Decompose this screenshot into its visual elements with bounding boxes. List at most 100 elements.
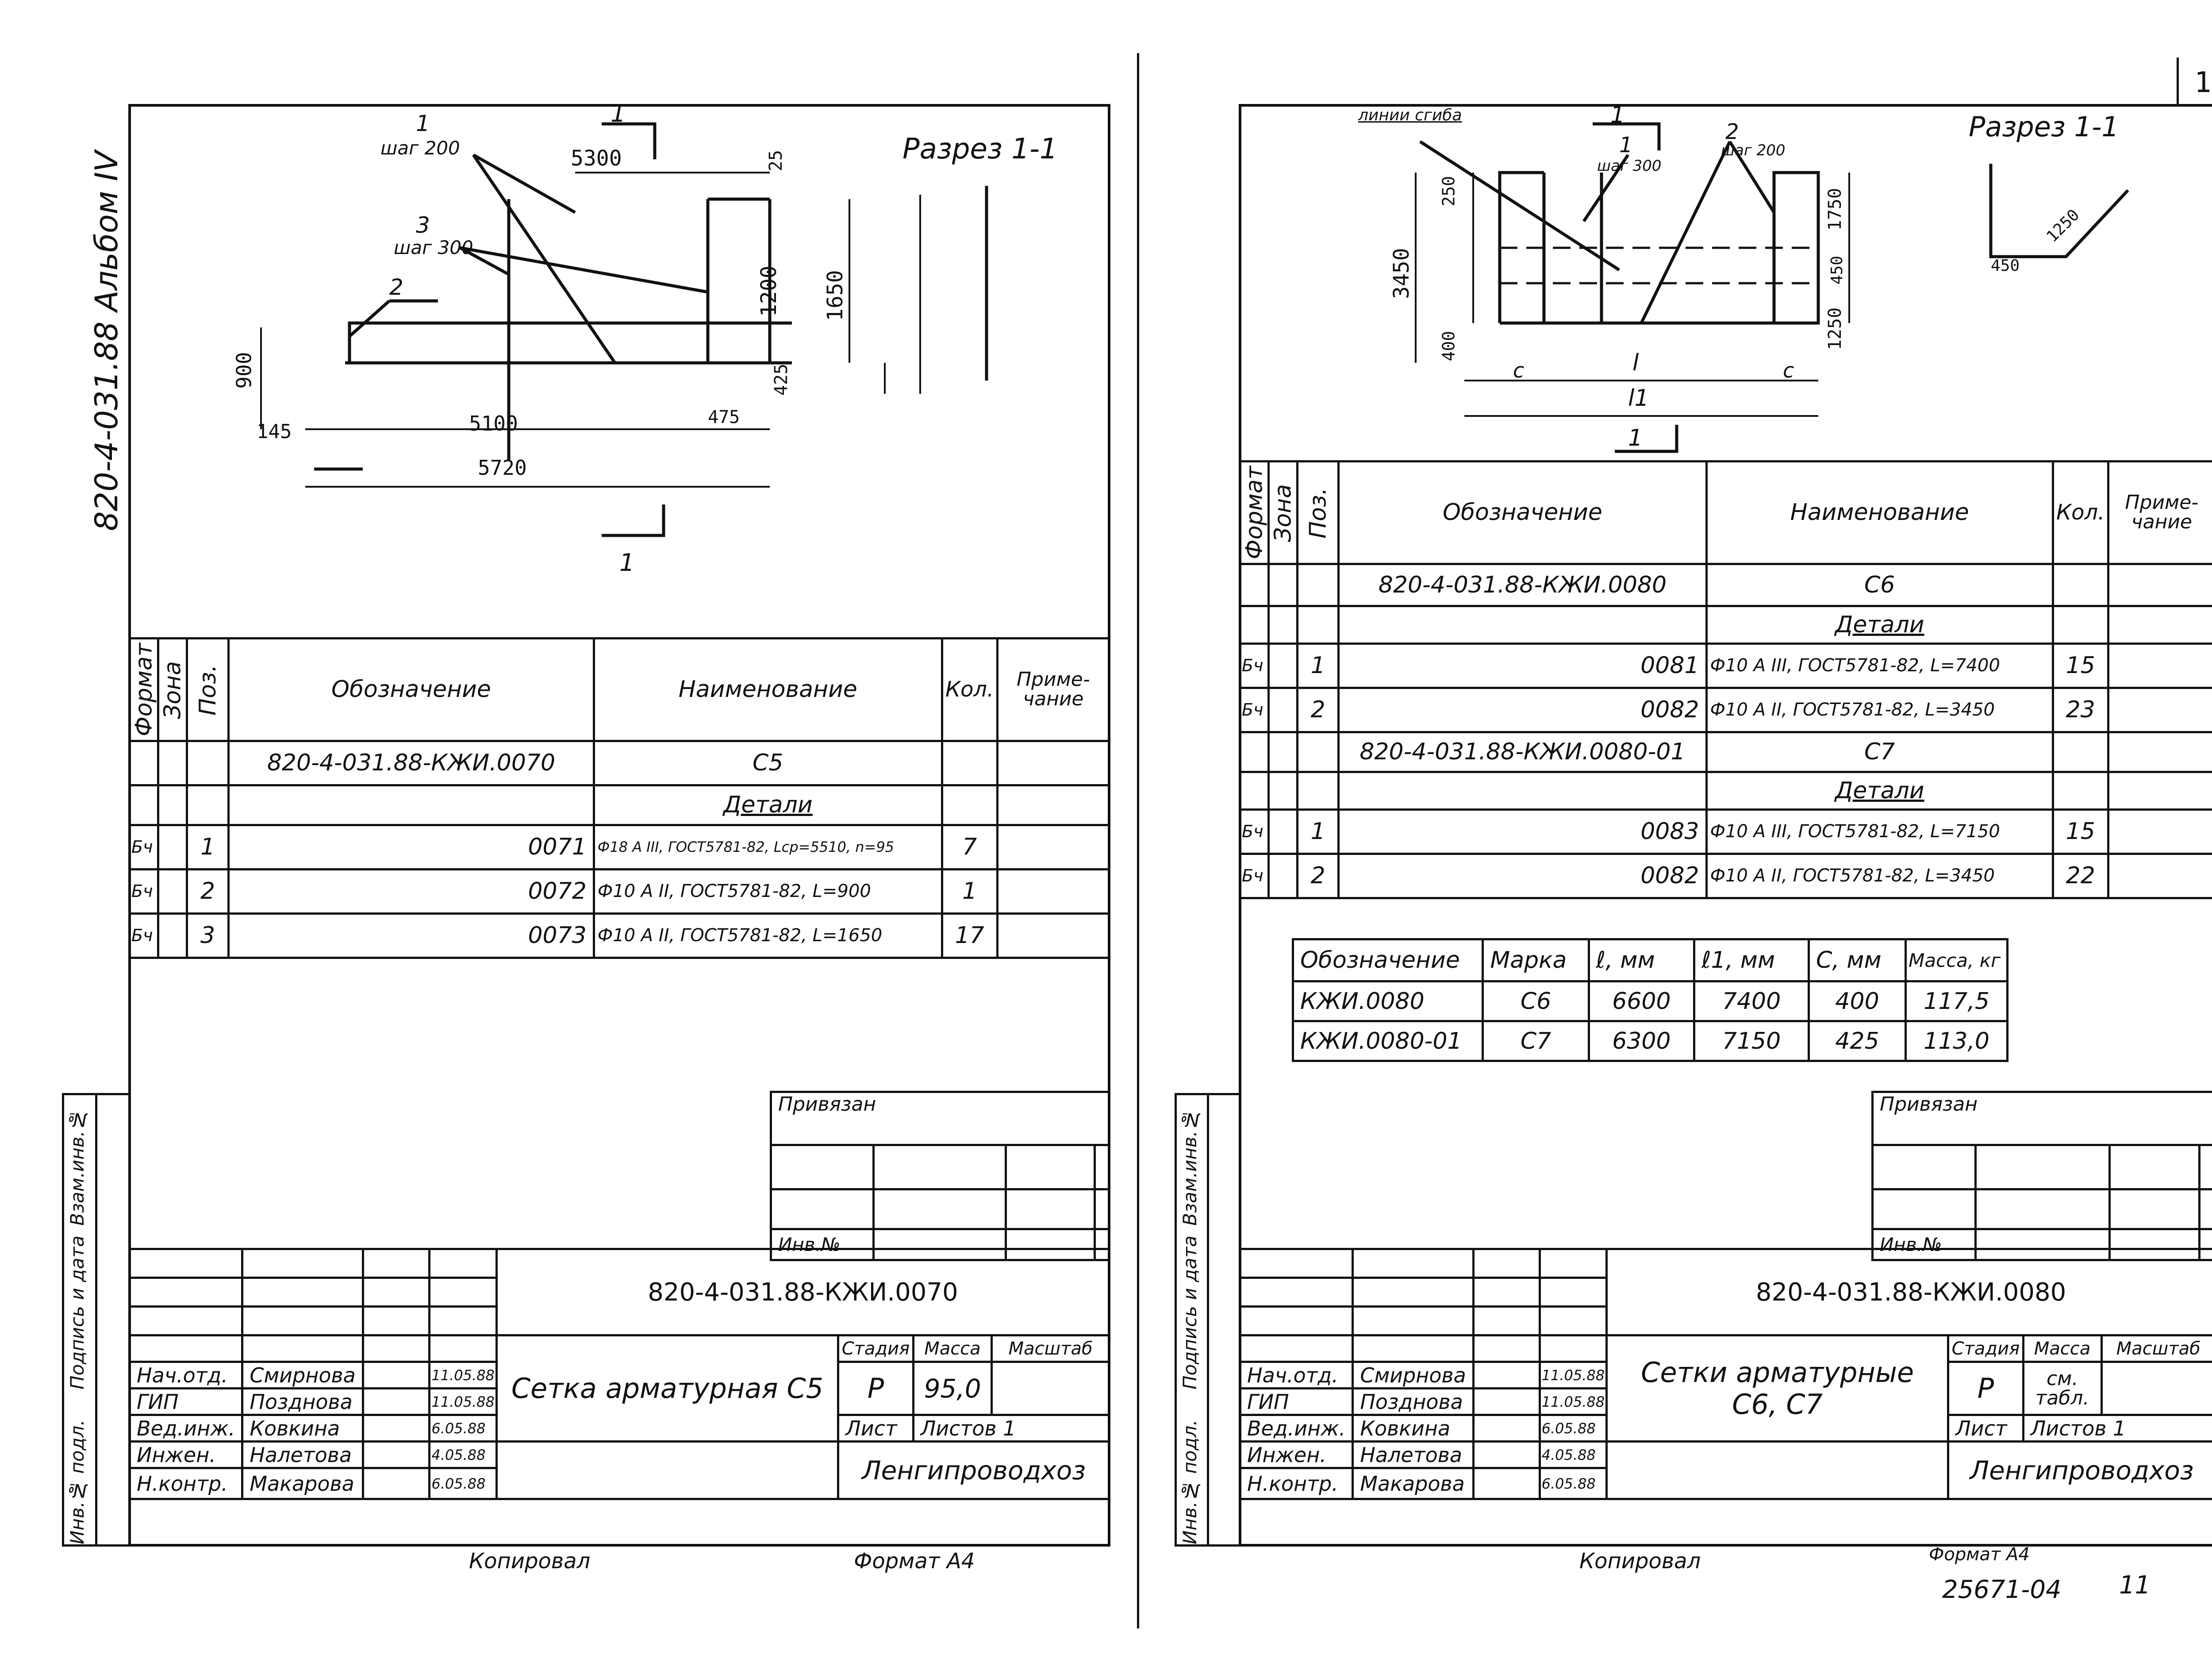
- right-dim-l1: l1: [1628, 385, 1649, 412]
- privyazan-label: Привязан: [770, 1091, 1110, 1146]
- right-org: Ленгипроводхоз: [1947, 1440, 2212, 1500]
- table-cell: [1005, 1188, 1096, 1230]
- divider: [95, 1093, 97, 1547]
- right-side-label-inv: Инв.№ подл.: [1179, 1420, 1201, 1544]
- table-cell: [1538, 1305, 1608, 1336]
- name-cell: Позднова: [1352, 1387, 1475, 1416]
- right-doc-title: Сетки арматурные С6, С7: [1605, 1334, 1950, 1443]
- right-privyazan-block: Привязан Инв.№: [1871, 1091, 2212, 1261]
- table-cell: 2: [1296, 852, 1340, 899]
- signature-cell: [361, 1467, 431, 1500]
- table-cell: [1238, 1248, 1354, 1279]
- table-cell: Ф10 А III, ГОСТ5781-82, L=7400: [1705, 642, 2054, 689]
- signature-cell: [1472, 1414, 1541, 1443]
- table-cell: [2107, 852, 2212, 899]
- table-cell: [1472, 1248, 1541, 1279]
- left-col-note: Приме- чание: [996, 637, 1111, 742]
- table-cell: Бч: [1239, 852, 1270, 899]
- table-cell: 0071: [227, 824, 595, 870]
- table-cell: [157, 824, 188, 870]
- table-cell: Бч: [128, 912, 159, 959]
- table-cell: [1871, 1144, 1977, 1190]
- role-cell: Н.контр.: [128, 1467, 244, 1500]
- left-side-label-vzam: Взам.инв.№: [66, 1109, 88, 1226]
- date-cell: 4.05.88: [1538, 1440, 1608, 1469]
- table-cell: [996, 912, 1111, 959]
- table-cell: Ф10 А II, ГОСТ5781-82, L=3450: [1705, 852, 2054, 899]
- left-dim-145: 145: [257, 420, 292, 443]
- table-cell: Ф18 А III, ГОСТ5781-82, Lср=5510, n=95: [592, 824, 943, 870]
- table-cell: [941, 784, 998, 826]
- right-dim-c-right: c: [1783, 358, 1794, 382]
- right-col-zone: Зона: [1268, 461, 1298, 564]
- role-cell: Инжен.: [128, 1440, 244, 1469]
- name-cell: Макарова: [241, 1467, 364, 1500]
- center-divider: [1137, 53, 1139, 1628]
- table-cell: 0082: [1337, 852, 1708, 899]
- mass-value: см. табл.: [2022, 1361, 2103, 1416]
- table-cell: [1267, 770, 1298, 811]
- table-cell: [2107, 731, 2212, 773]
- table-cell: [1239, 562, 1270, 607]
- sheet-header: Лист: [837, 1414, 914, 1443]
- table-cell: 117,5: [1905, 980, 2008, 1022]
- table-cell: [1296, 731, 1340, 773]
- right-cut-mark-bottom: 1: [1628, 425, 1643, 451]
- table-cell: 1: [1296, 642, 1340, 689]
- name-cell: Ковкина: [241, 1414, 364, 1443]
- table-cell: [157, 912, 188, 959]
- table-cell: Бч: [1239, 686, 1270, 733]
- table-cell: [1472, 1334, 1541, 1363]
- table-cell: [2108, 1188, 2200, 1230]
- date-cell: 6.05.88: [1538, 1467, 1608, 1500]
- table-cell: [428, 1334, 498, 1363]
- table-cell: [996, 739, 1111, 786]
- name-cell: Смирнова: [1352, 1361, 1475, 1389]
- table-cell: 0081: [1337, 642, 1708, 689]
- table-cell: [1472, 1305, 1541, 1336]
- sheet-header: Лист: [1947, 1414, 2024, 1443]
- table-cell: С7: [1482, 1020, 1590, 1062]
- table-cell: Детали: [592, 784, 943, 826]
- stage-value: Р: [1947, 1361, 2024, 1416]
- left-doc-code: 820-4-031.88-КЖИ.0070: [495, 1248, 1111, 1336]
- table-cell: [1267, 808, 1298, 855]
- signature-cell: [1472, 1440, 1541, 1469]
- table-cell: 6600: [1587, 980, 1696, 1022]
- right-stamp-number: 25671-04: [1942, 1575, 2062, 1604]
- role-cell: Н.контр.: [1238, 1467, 1354, 1500]
- left-col-zone: Зона: [158, 638, 187, 741]
- table-cell: [1239, 731, 1270, 773]
- table-cell: [1352, 1248, 1475, 1279]
- right-dim-l: l: [1632, 350, 1639, 376]
- right-dim-400: 400: [1439, 331, 1459, 362]
- scale-value: [991, 1361, 1110, 1416]
- left-dim-5720: 5720: [478, 456, 527, 480]
- table-cell: С6: [1705, 562, 2054, 607]
- left-dim-900: 900: [232, 352, 256, 389]
- table-cell: [157, 739, 188, 786]
- table-cell: [185, 739, 230, 786]
- table-cell: 2: [1296, 686, 1340, 733]
- left-pos1-label: 1: [416, 111, 430, 136]
- table-cell: [996, 868, 1111, 915]
- table-cell: [1352, 1334, 1475, 1363]
- role-cell: Вед.инж.: [128, 1414, 244, 1443]
- sheets-header: Листов 1: [2022, 1414, 2212, 1443]
- date-cell: 11.05.88: [428, 1387, 498, 1416]
- table-cell: 15: [2051, 642, 2109, 689]
- table-cell: 1: [941, 868, 998, 915]
- signature-cell: [1472, 1387, 1541, 1416]
- params-header: Марка: [1482, 938, 1590, 982]
- stage-value: Р: [837, 1361, 914, 1416]
- left-dim-475: 475: [708, 407, 740, 427]
- left-doc-title: Сетка арматурная С5: [495, 1334, 840, 1443]
- table-cell: [1337, 770, 1708, 811]
- table-cell: 22: [2051, 852, 2109, 899]
- table-cell: [2051, 562, 2109, 607]
- date-cell: 6.05.88: [1538, 1414, 1608, 1443]
- right-dim-1750: 1750: [1825, 188, 1846, 231]
- right-format: Формат А4: [1929, 1544, 2030, 1565]
- table-cell: [1538, 1248, 1608, 1279]
- table-cell: [1267, 686, 1298, 733]
